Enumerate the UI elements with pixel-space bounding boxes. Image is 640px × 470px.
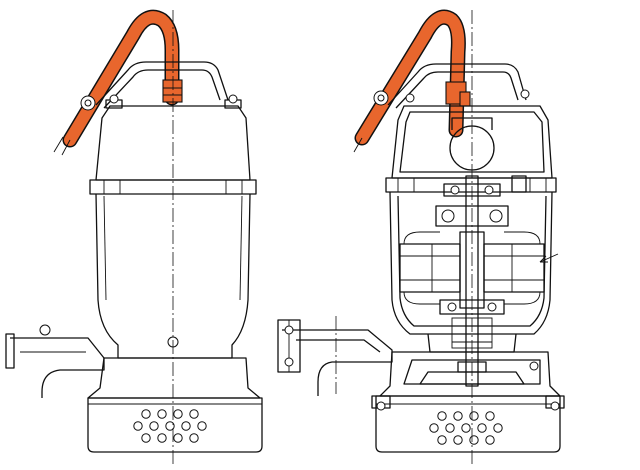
bolt-icon [405, 93, 415, 103]
external-view [5, 9, 263, 453]
strainer-hole [461, 423, 471, 433]
strainer-hole [173, 409, 183, 419]
strainer-holes [133, 409, 207, 443]
strainer-hole [157, 433, 167, 443]
strainer-holes [429, 411, 503, 445]
strainer-hole [493, 423, 503, 433]
strainer [87, 397, 263, 453]
strainer-hole [149, 421, 159, 431]
strainer-hole [469, 435, 479, 445]
strainer-hole [437, 411, 447, 421]
strainer-hole [485, 435, 495, 445]
strainer-hole [141, 409, 151, 419]
bolt-icon [39, 324, 51, 336]
cable-gland [162, 79, 183, 103]
impeller [419, 371, 525, 385]
power-cable [53, 9, 183, 156]
strainer-hole [189, 409, 199, 419]
strainer-hole [197, 421, 207, 431]
strainer-hole [141, 433, 151, 443]
strainer-hole [453, 435, 463, 445]
lifting-handle [95, 61, 229, 106]
bolt-icon [228, 94, 238, 104]
strainer-hole [485, 411, 495, 421]
strainer-hole [157, 409, 167, 419]
strainer-hole [133, 421, 143, 431]
strainer-hole [477, 423, 487, 433]
pump-casing [87, 357, 261, 399]
strainer-hole [445, 423, 455, 433]
strainer-hole [437, 435, 447, 445]
strainer-hole [165, 421, 175, 431]
strainer-hole [181, 421, 191, 431]
strainer-hole [189, 433, 199, 443]
power-cable-section [353, 9, 471, 153]
discharge-outlet [10, 337, 105, 398]
strainer-hole [469, 411, 479, 421]
strainer-hole [173, 433, 183, 443]
strainer-hole [429, 423, 439, 433]
bolt-icon [109, 94, 119, 104]
bolt-icon [520, 89, 530, 99]
strainer-hole [453, 411, 463, 421]
sectional-view [277, 9, 565, 453]
